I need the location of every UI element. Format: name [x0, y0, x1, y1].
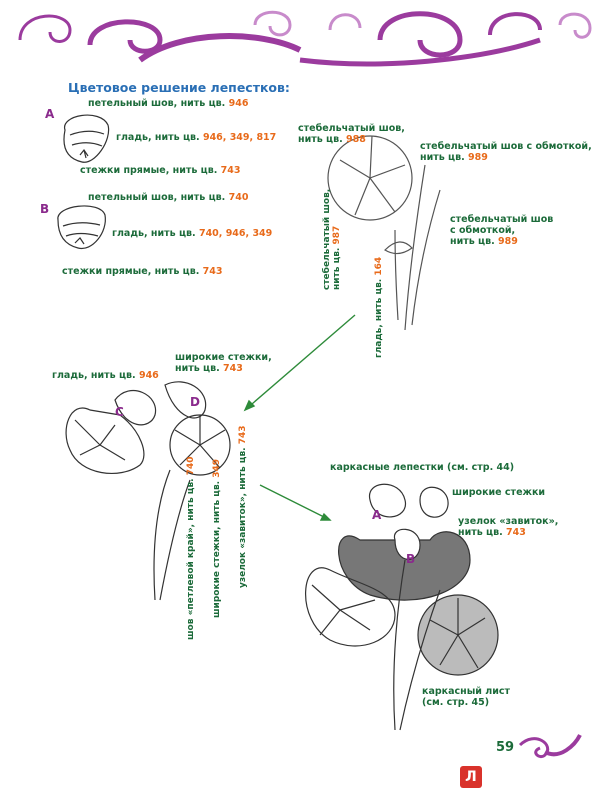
frame-petals-label: каркасные лепестки (см. стр. 44) — [330, 462, 515, 473]
bottom-knot-label: узелок «завиток»,нить цв. 743 — [458, 516, 559, 538]
stem-group-drawing — [327, 135, 441, 331]
footer-swirl — [518, 734, 582, 759]
petal-a-loop-label: петельный шов, нить цв. 946 — [88, 98, 249, 109]
bottom-wide-label: широкие стежки — [452, 487, 546, 498]
petal-b-satin-label: гладь, нить цв. 740, 946, 349 — [112, 228, 273, 239]
petal-a-letter: A — [45, 107, 55, 121]
frame-leaf-label: каркасный лист(см. стр. 45) — [422, 686, 511, 708]
petal-a-straight-label: стежки прямые, нить цв. 743 — [80, 165, 241, 176]
logo-badge: Л — [460, 766, 482, 788]
middle-letter-c: C — [115, 405, 124, 419]
petal-a-drawing — [63, 114, 110, 163]
bottom-letter-b: B — [406, 552, 416, 566]
middle-flower-drawing — [65, 381, 231, 601]
petal-a-satin-label: гладь, нить цв. 946, 349, 817 — [116, 132, 277, 143]
middle-knot-vertical-label: узелок «завиток», нить цв. 743 — [238, 425, 248, 589]
petal-color-heading: Цветовое решение лепестков: — [68, 80, 290, 95]
middle-letter-d: D — [190, 395, 200, 409]
middle-wide-label: широкие стежки,нить цв. 743 — [175, 352, 272, 374]
stem-988-label: стебельчатый шов,нить цв. 988 — [298, 123, 405, 145]
overcast-top-label: стебельчатый шов с обмоткой,нить цв. 989 — [420, 141, 592, 163]
bottom-letter-a: A — [372, 508, 382, 522]
middle-wide-vertical-label: широкие стежки, нить цв. 349 — [212, 458, 222, 618]
petal-b-loop-label: петельный шов, нить цв. 740 — [88, 192, 249, 203]
satin-164-vertical-label: гладь, нить цв. 164 — [374, 256, 384, 358]
header-swirls — [18, 10, 592, 67]
page-number: 59 — [496, 740, 515, 755]
bottom-flower-drawing — [305, 483, 499, 731]
petal-b-straight-label: стежки прямые, нить цв. 743 — [62, 266, 223, 277]
stem-987-vertical-label: стебельчатый шов,нить цв. 987 — [322, 188, 342, 290]
middle-satin-label: гладь, нить цв. 946 — [52, 370, 159, 381]
petal-b-letter: B — [40, 202, 50, 216]
arrows — [243, 314, 356, 521]
petal-b-drawing — [57, 205, 106, 250]
middle-loop-vertical-label: шов «петлевой край», нить цв. 740 — [186, 456, 196, 640]
